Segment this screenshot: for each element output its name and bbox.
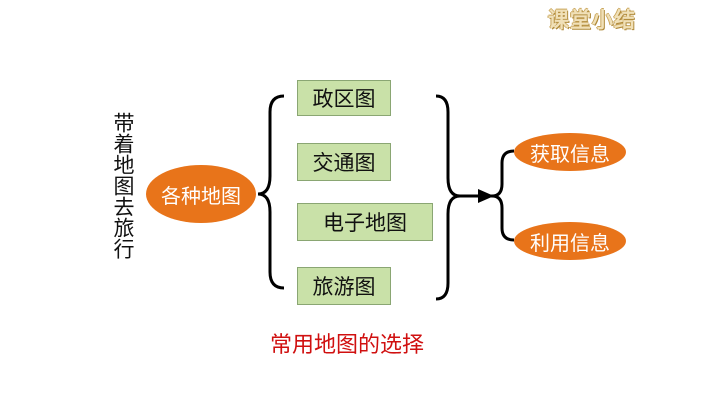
outcome-oval-use-info: 利用信息 (514, 222, 626, 260)
caption: 常用地图的选择 (270, 333, 425, 358)
right-brace (435, 94, 461, 301)
map-type-box: 电子地图 (297, 203, 433, 241)
corner-title: 课堂小结 (548, 8, 636, 32)
vertical-title: 带着地图去旅行 (111, 112, 135, 259)
outcome-oval-get-info: 获取信息 (514, 133, 626, 171)
left-brace (257, 94, 285, 290)
map-type-box: 交通图 (297, 143, 391, 181)
arrow-head (478, 189, 494, 203)
main-node-oval: 各种地图 (146, 165, 256, 223)
map-type-box: 政区图 (297, 80, 391, 116)
split-brace (491, 149, 515, 242)
map-type-box: 旅游图 (297, 267, 391, 305)
